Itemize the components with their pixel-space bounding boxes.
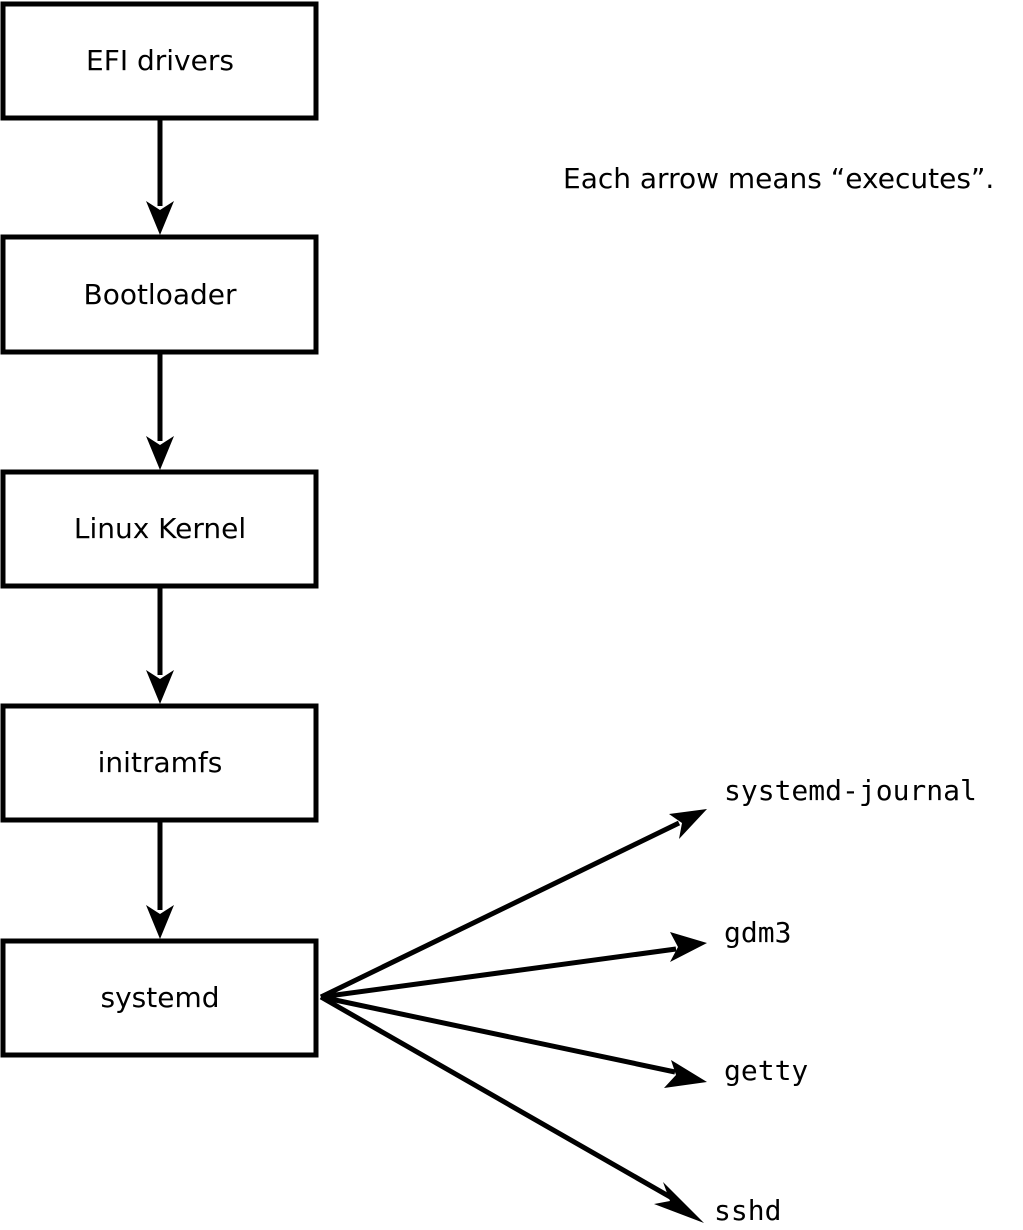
edge-systemd-to-sshd xyxy=(319,994,704,1223)
arrowhead-icon xyxy=(654,1182,704,1223)
node-box-systemd[interactable] xyxy=(0,938,319,1058)
node-label-linux-kernel: Linux Kernel xyxy=(74,512,246,545)
node-label-systemd: systemd xyxy=(101,981,220,1014)
node-box-bootloader[interactable] xyxy=(0,234,319,355)
edge-initramfs-to-systemd xyxy=(146,822,174,939)
node-efi-drivers[interactable]: EFI drivers xyxy=(0,1,319,121)
node-box-initramfs[interactable] xyxy=(0,703,319,823)
leaf-label-systemd-journal: systemd-journal xyxy=(724,774,977,807)
node-box-linux-kernel[interactable] xyxy=(0,469,319,589)
edge-efi-drivers-to-bootloader xyxy=(146,120,174,235)
node-label-efi-drivers: EFI drivers xyxy=(86,44,234,77)
edge-systemd-to-systemd-journal xyxy=(319,809,707,1000)
node-bootloader[interactable]: Bootloader xyxy=(0,234,319,355)
edge-bootloader-to-linux-kernel xyxy=(146,354,174,470)
arrowhead-icon xyxy=(664,1060,707,1088)
arrowhead-icon xyxy=(670,932,707,962)
edge-systemd-to-getty xyxy=(320,994,707,1088)
leaf-label-gdm3: gdm3 xyxy=(724,916,791,949)
node-linux-kernel[interactable]: Linux Kernel xyxy=(0,469,319,589)
node-label-bootloader: Bootloader xyxy=(83,278,237,311)
arrowhead-icon xyxy=(669,809,707,839)
node-initramfs[interactable]: initramfs xyxy=(0,703,319,823)
node-box-efi-drivers[interactable] xyxy=(0,1,319,121)
leaf-label-getty: getty xyxy=(724,1054,808,1087)
arrowhead-icon xyxy=(146,670,174,704)
arrowhead-icon xyxy=(146,905,174,939)
annotation-caption: Each arrow means “executes”. xyxy=(563,162,994,195)
node-systemd[interactable]: systemd xyxy=(0,938,319,1058)
arrowhead-icon xyxy=(146,201,174,235)
edge-linux-kernel-to-initramfs xyxy=(146,588,174,704)
node-label-initramfs: initramfs xyxy=(98,746,223,779)
edge-systemd-to-gdm3 xyxy=(320,932,707,1000)
leaf-label-sshd: sshd xyxy=(714,1194,781,1227)
arrowhead-icon xyxy=(146,436,174,470)
